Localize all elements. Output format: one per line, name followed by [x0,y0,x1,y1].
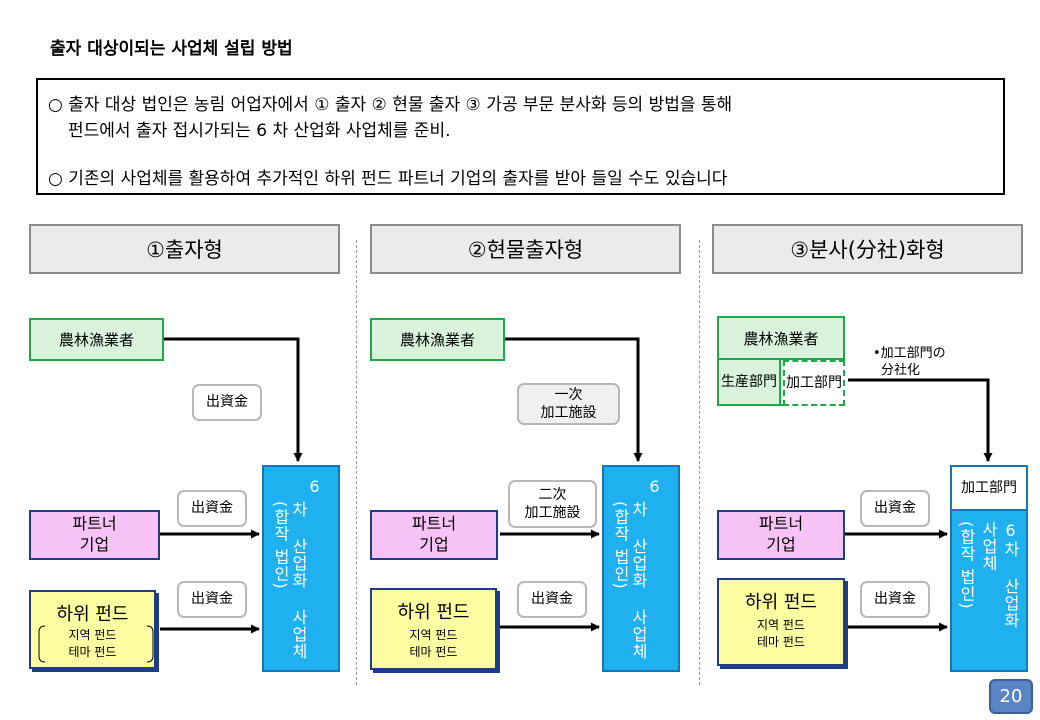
producer-box: 農林漁業者 [29,318,164,361]
investment-label: 出資金 [860,490,930,527]
label-line-2: 加工施設 [540,405,597,421]
sixth-industry-entity: 6 차 산업화 사업체 (합작 법인) [602,465,680,672]
partner-line-1: 파트너 [758,514,804,534]
theme-fund: 테마 펀드 [68,645,117,659]
partner-line-1: 파트너 [411,514,457,534]
brace-shape [38,625,154,663]
arrow-producer-to-entity-2 [505,337,643,462]
entity-name: 차 산업화 사업체 [629,501,648,660]
note-line-1: •加工部門の [873,346,946,361]
summary-line-2: 펀드에서 출자 접시가되는 6 차 산업화 사업체를 준비. [68,121,451,141]
producer-box: 農林漁業者 [717,316,845,360]
partner-line-2: 기업 [419,535,449,554]
arrow-processing-to-entity-3 [848,378,993,462]
theme-fund: 테마 펀드 [409,645,458,659]
entity-name: 6차 산업화 [1001,521,1020,629]
arrow-producer-to-entity-1 [164,337,303,462]
entity-subtitle: (합작 법인) [271,501,290,590]
sixth-industry-entity: 加工部門 6차 산업화 사업체 (합작 법인) [950,465,1028,672]
producer-group: 農林漁業者 生産部門 加工部門 [717,316,845,406]
partner-line-2: 기업 [79,535,110,554]
sub-fund-box: 하위 펀드 지역 펀드 테마 펀드 [29,590,156,669]
processing-department: 加工部門 [950,465,1028,511]
entity-name-2: 사업체 [979,521,998,572]
regional-fund: 지역 펀드 [409,628,458,642]
investment-label: 出資金 [192,384,262,421]
column-divider [699,240,700,685]
investment-label: 出資金 [177,490,247,527]
partner-company-box: 파트너 기업 [370,510,498,560]
summary-line-3: ○ 기존의 사업체를 활용하여 추가적인 하위 펀드 파트너 기업의 출자를 받… [48,169,728,189]
column-divider [356,240,357,685]
entity-name: 차 산업화 사업체 [289,501,308,660]
producer-box: 農林漁業者 [370,318,505,361]
regional-fund: 지역 펀드 [68,628,117,642]
spin-off-note: •加工部門の 分社化 [873,346,946,380]
regional-fund: 지역 펀드 [757,618,805,632]
label-line-2: 加工施設 [524,505,581,521]
sub-fund-title: 하위 펀드 [745,592,817,613]
column-header-spin-off: ③분사(分社)화형 [712,224,1023,274]
summary-line-1: ○ 출자 대상 법인은 농림 어업자에서 ① 출자 ② 현물 출자 ③ 가공 부… [48,95,733,115]
entity-subtitle: (합작 법인) [611,501,630,590]
processing-department: 加工部門 [783,360,845,406]
column-header-in-kind: ②현물출자형 [370,224,681,274]
entity-subtitle: (합작 법인) [957,521,976,610]
theme-fund: 테마 펀드 [757,635,805,649]
column-header-investment: ①출자형 [29,224,340,274]
page-title: 출자 대상이되는 사업체 설립 방법 [50,39,293,59]
secondary-processing-label: 二次 加工施設 [508,480,597,528]
partner-line-2: 기업 [766,535,796,554]
sixth-industry-entity: 6 차 산업화 사업체 (합작 법인) [262,465,340,672]
investment-label: 出資金 [517,581,587,618]
label-line-1: 一次 [554,386,583,403]
investment-label: 出資金 [177,581,247,618]
page-number: 20 [989,679,1033,714]
partner-line-1: 파트너 [72,514,117,534]
production-department: 生産部門 [719,360,781,404]
primary-processing-label: 一次 加工施設 [517,383,620,425]
label-line-1: 二次 [538,486,567,503]
entity-number: 6 [305,477,324,497]
entity-number: 6 [645,477,664,497]
investment-label: 出資金 [860,581,930,618]
partner-company-box: 파트너 기업 [29,510,160,560]
summary-box: ○ 출자 대상 법인은 농림 어업자에서 ① 출자 ② 현물 출자 ③ 가공 부… [36,78,1005,195]
sub-fund-box: 하위 펀드 지역 펀드 테마 펀드 [370,588,497,670]
sub-fund-title: 하위 펀드 [56,604,129,625]
sub-fund-title: 하위 펀드 [397,602,470,623]
sub-fund-box: 하위 펀드 지역 펀드 테마 펀드 [717,578,845,666]
partner-company-box: 파트너 기업 [717,510,845,560]
note-line-2: 分社化 [881,362,921,378]
